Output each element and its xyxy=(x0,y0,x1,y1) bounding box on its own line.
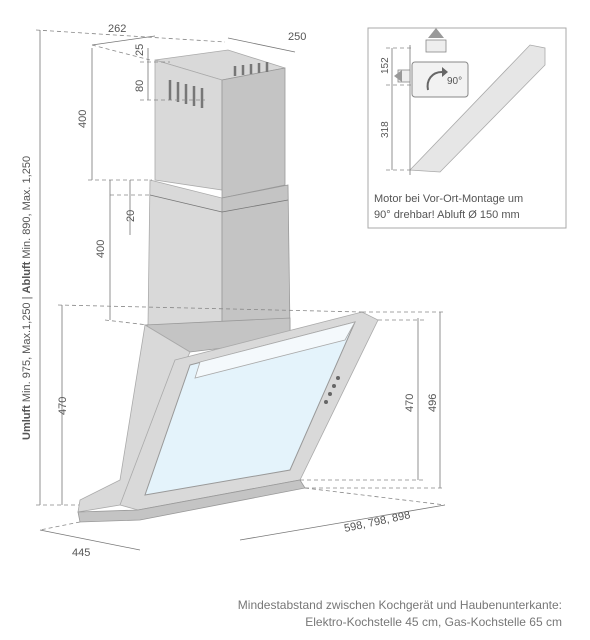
dim-hood-depth: 445 xyxy=(72,547,90,559)
dimension-lines xyxy=(39,35,446,551)
dim-upper-chimney: 400 xyxy=(77,110,89,128)
total-height-label: Umluft Min. 975, Max.1,250 | Abluft Min.… xyxy=(21,156,33,440)
dim-vent-height: 80 xyxy=(134,80,146,92)
dim-hood-total-height: 496 xyxy=(427,394,439,412)
inset-caption-line1: Motor bei Vor-Ort-Montage um xyxy=(374,193,523,205)
inset-dim-bottom: 318 xyxy=(380,121,391,138)
control-buttons xyxy=(324,376,340,404)
rotate-arrow-icon xyxy=(442,67,448,77)
vent-slots xyxy=(168,62,269,108)
motor-icon xyxy=(394,28,469,98)
motor-inset: 152 318 90° Motor bei Vor-Ort-Montage um… xyxy=(367,27,567,229)
footnote-line1: Mindestabstand zwischen Kochgerät und Ha… xyxy=(237,598,562,612)
dim-hood-widths: 598, 798, 898 xyxy=(343,509,411,535)
hood-body xyxy=(77,311,379,523)
chimney xyxy=(147,49,291,339)
inset-dim-top: 152 xyxy=(380,57,391,74)
dim-hood-height-right: 470 xyxy=(404,394,416,412)
dim-lower-chimney: 400 xyxy=(95,240,107,258)
inset-caption-line2: 90° drehbar! Abluft Ø 150 mm xyxy=(374,209,520,221)
dim-chimney-depth: 262 xyxy=(108,23,126,35)
dim-chimney-width: 250 xyxy=(288,31,306,43)
total-height-dimension xyxy=(35,29,226,506)
dim-overlap: 20 xyxy=(125,210,137,222)
inset-rotation: 90° xyxy=(447,76,462,87)
dim-vent-offset: 25 xyxy=(134,44,146,56)
footnote-line2: Elektro-Kochstelle 45 cm, Gas-Kochstelle… xyxy=(305,615,562,629)
dim-hood-height-left: 470 xyxy=(57,397,69,415)
